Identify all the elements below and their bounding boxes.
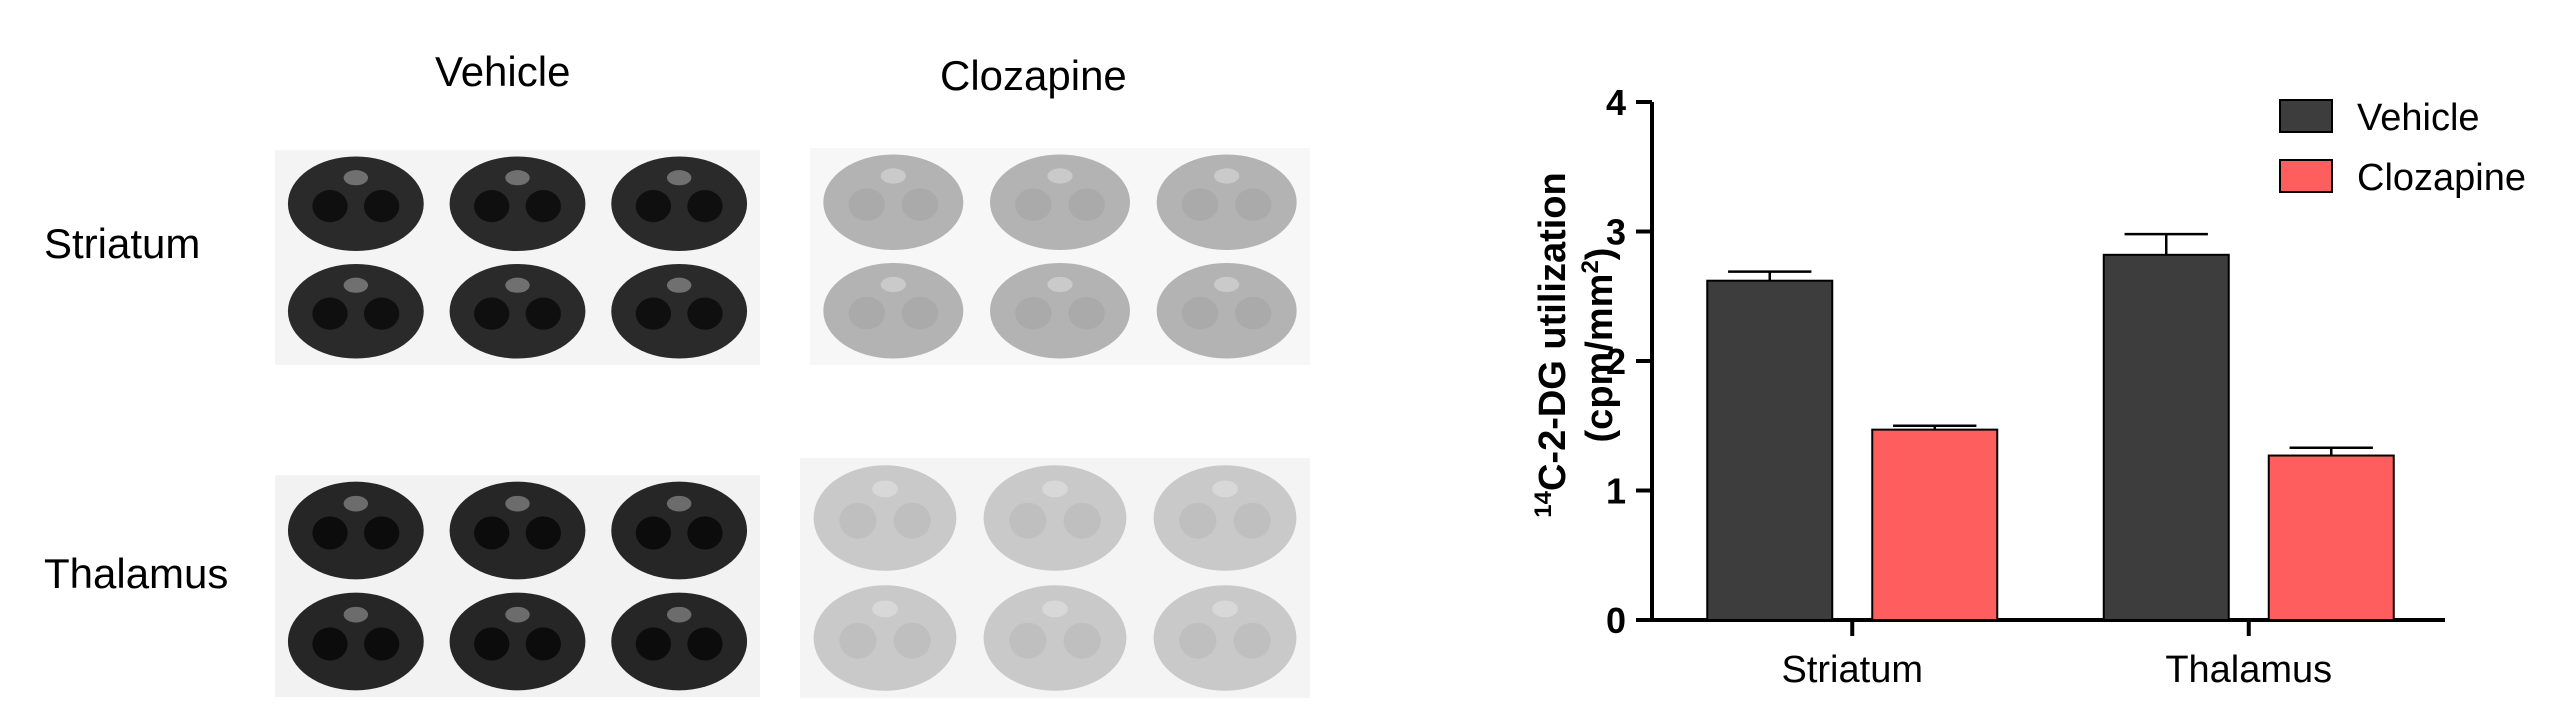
col-label-vehicle: Vehicle: [435, 48, 571, 95]
x-tick-label: Striatum: [1782, 649, 1923, 691]
brain-slice: [611, 263, 748, 359]
brain-slice: [1153, 465, 1297, 571]
y-axis-label-sup-2: 2: [1577, 260, 1604, 273]
legend-swatch: [2279, 159, 2333, 193]
y-axis-label-line2: (cpm/mm2): [1577, 248, 1621, 443]
brain-slice: [287, 481, 424, 580]
col-label-clozapine: Clozapine: [940, 52, 1127, 99]
y-tick-label: 4: [1606, 82, 1626, 123]
brain-slice: [287, 592, 424, 691]
brain-slice: [990, 263, 1130, 359]
y-tick-label: 2: [1606, 341, 1626, 382]
legend-label: Vehicle: [2357, 97, 2480, 139]
bar-vehicle-striatum: [1706, 279, 1834, 622]
brain-slices-image: [275, 475, 760, 697]
autorad-striatum-clozapine: [810, 148, 1310, 365]
x-tick-label: Thalamus: [2165, 649, 2332, 691]
brain-slice: [990, 154, 1130, 250]
brain-slice: [813, 465, 957, 571]
brain-slice: [449, 156, 586, 252]
brain-slice: [983, 465, 1127, 571]
legend-label: Clozapine: [2357, 157, 2526, 199]
bar-clozapine-thalamus: [2267, 454, 2395, 621]
brain-slice: [983, 585, 1127, 691]
autorad-thalamus-clozapine: [800, 458, 1310, 698]
brain-slice: [611, 156, 748, 252]
y-tick-label: 3: [1606, 212, 1626, 253]
y-axis-label-text: C-2-DG utilization: [1532, 172, 1574, 491]
brain-slice: [611, 481, 748, 580]
y-tick-label: 1: [1606, 471, 1626, 512]
brain-slices-image: [275, 150, 760, 365]
brain-slice: [449, 263, 586, 359]
brain-slice: [823, 154, 964, 250]
row-label-thalamus: Thalamus: [44, 550, 229, 597]
legend-swatch: [2279, 99, 2333, 133]
brain-slice: [611, 592, 748, 691]
y-axis-label-unit: (cpm/mm: [1579, 274, 1621, 443]
autorad-thalamus-vehicle: [275, 475, 760, 697]
brain-slices-image: [800, 458, 1310, 698]
brain-slice: [287, 263, 424, 359]
brain-slice: [813, 585, 957, 691]
brain-slice: [287, 156, 424, 252]
y-axis-label-close: ): [1579, 248, 1621, 261]
y-tick-label: 0: [1606, 600, 1626, 641]
brain-slice: [1156, 263, 1297, 359]
brain-slices-image: [810, 148, 1310, 365]
brain-slice: [1153, 585, 1297, 691]
brain-slice: [449, 592, 586, 691]
bar-vehicle-thalamus: [2102, 253, 2230, 621]
y-axis-label: 14C-2-DG utilization (cpm/mm2): [1530, 172, 1621, 517]
brain-slice: [449, 481, 586, 580]
y-axis-label-line1: 14C-2-DG utilization: [1530, 172, 1574, 517]
autorad-striatum-vehicle: [275, 150, 760, 365]
y-axis-label-sup-14: 14: [1530, 490, 1557, 517]
brain-slice: [823, 263, 964, 359]
row-label-striatum: Striatum: [44, 220, 201, 267]
bar-clozapine-striatum: [1871, 428, 1999, 622]
chart-bars: [1706, 232, 2395, 622]
brain-slice: [1156, 154, 1297, 250]
